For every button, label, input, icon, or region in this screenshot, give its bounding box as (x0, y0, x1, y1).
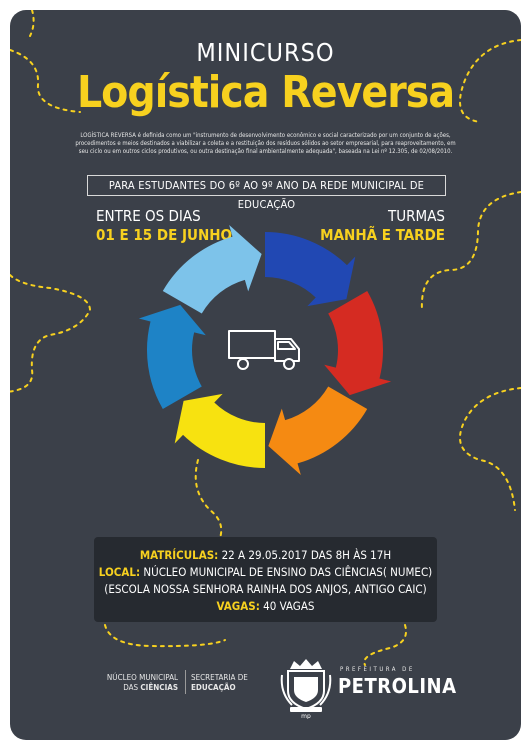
place-line: LOCAL: NÚCLEO MUNICIPAL DE ENSINO DAS CI… (94, 565, 437, 579)
cycle-arrow-light-blue (162, 225, 262, 314)
enrollment-info-panel: MATRÍCULAS: 22 A 29.05.2017 DAS 8H ÀS 17… (94, 537, 437, 622)
secretaria-line1: SECRETARIA DE (191, 673, 248, 682)
truck-icon (228, 330, 300, 370)
recycling-cycle-diagram (138, 225, 392, 475)
prefeitura-label: PREFEITURA DE (340, 666, 415, 673)
enrollment-label: MATRÍCULAS: (139, 548, 219, 562)
slots-value: 40 VAGAS (259, 599, 315, 613)
seal-text: mp (301, 713, 311, 719)
decorative-dotted-lines (10, 10, 521, 666)
days-label: ENTRE OS DIAS (96, 207, 201, 225)
classes-value: MANHÃ E TARDE (320, 226, 445, 244)
footer-divider (185, 670, 186, 694)
nucleo-line2-prefix: DAS (123, 683, 141, 692)
secretaria-line2: EDUCAÇÃO (191, 683, 236, 692)
place-detail: (ESCOLA NOSSA SENHORA RAINHA DOS ANJOS, … (104, 582, 427, 596)
enrollment-line: MATRÍCULAS: 22 A 29.05.2017 DAS 8H ÀS 17… (94, 548, 437, 562)
poster: MINICURSO Logística Reversa LOGÍSTICA RE… (10, 10, 521, 740)
course-description: LOGÍSTICA REVERSA é definida como um "in… (75, 132, 456, 155)
classes-label: TURMAS (388, 207, 445, 225)
city-name: PETROLINA (338, 674, 457, 698)
cycle-arrow-orange (268, 386, 368, 475)
place-value: NÚCLEO MUNICIPAL DE ENSINO DAS CIÊNCIAS(… (140, 565, 433, 579)
nucleo-line2-emphasis: CIÊNCIAS (140, 683, 178, 692)
nucleo-line1: NÚCLEO MUNICIPAL (106, 673, 178, 682)
place-label: LOCAL: (98, 565, 141, 579)
cycle-arrow-blue (138, 304, 206, 409)
enrollment-value: 22 A 29.05.2017 DAS 8H ÀS 17H (218, 548, 392, 562)
course-kicker: MINICURSO (196, 38, 335, 67)
slots-line: VAGAS: 40 VAGAS (94, 599, 437, 613)
nucleo-logo-text: NÚCLEO MUNICIPAL DAS CIÊNCIAS (86, 673, 178, 693)
secretaria-logo-text: SECRETARIA DE EDUCAÇÃO (191, 673, 248, 693)
cycle-arrow-yellow (174, 393, 265, 468)
cycle-arrow-dark-blue (265, 232, 356, 307)
cycle-arrow-red (324, 291, 392, 396)
city-seal-icon: mp (280, 659, 332, 719)
nucleo-line2: DAS CIÊNCIAS (86, 683, 178, 693)
course-title: Logística Reversa (76, 67, 455, 118)
slots-label: VAGAS: (216, 599, 260, 613)
days-value: 01 E 15 DE JUNHO (96, 226, 233, 244)
audience-banner: PARA ESTUDANTES DO 6º AO 9º ANO DA REDE … (87, 175, 446, 211)
